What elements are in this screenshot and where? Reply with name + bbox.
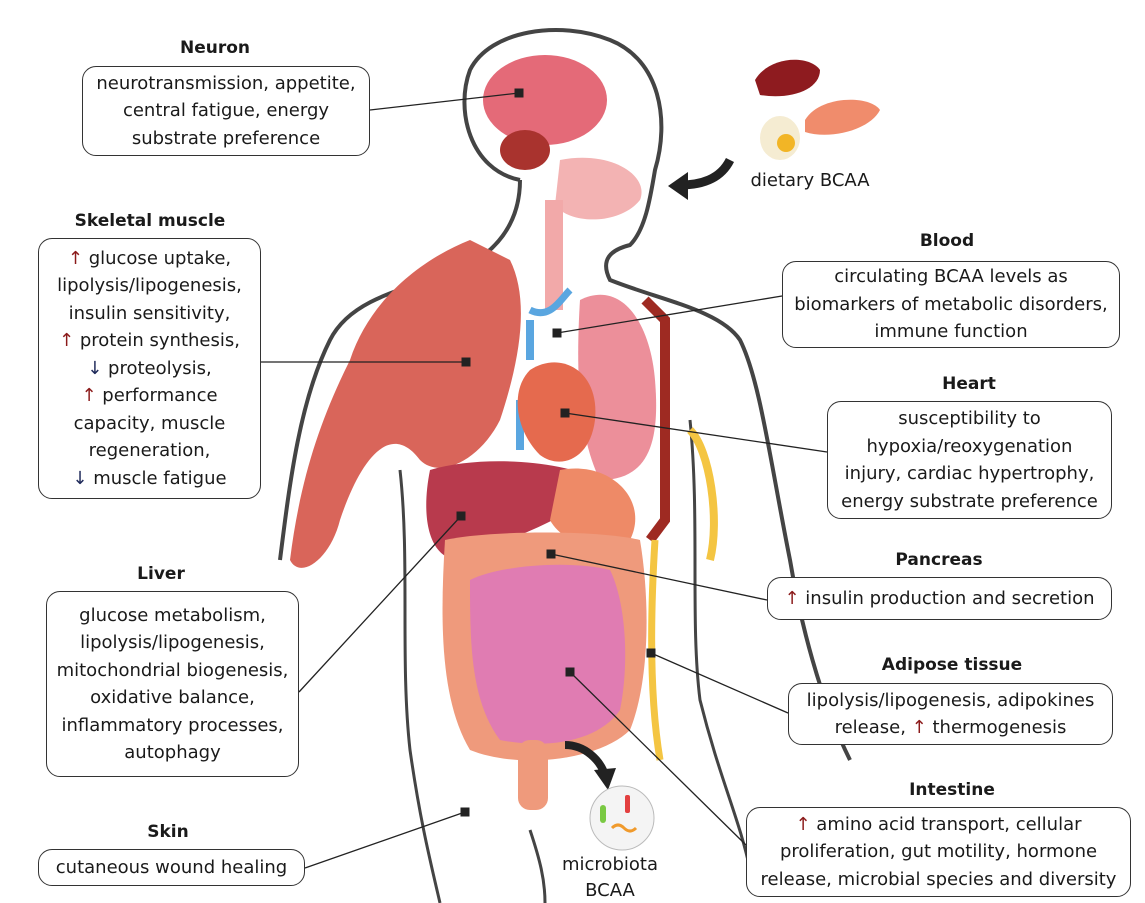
salmon-icon <box>805 99 880 135</box>
down-arrow-icon: ↓ <box>87 357 103 379</box>
down-arrow-icon: ↓ <box>72 467 88 489</box>
skeletal-muscle-text: performance <box>96 385 218 407</box>
heart-line: injury, cardiac hypertrophy, <box>844 463 1095 484</box>
skin-box: cutaneous wound healing <box>38 849 305 886</box>
steak-icon <box>755 59 820 97</box>
brain <box>483 55 607 145</box>
connector-lines <box>261 92 828 869</box>
adipose-line: release, ↑ thermogenesis <box>789 714 1112 742</box>
body-outline <box>462 28 852 761</box>
skeletal-muscle-text: protein synthesis, <box>74 330 240 352</box>
microbiota-line: microbiota <box>562 854 658 875</box>
microbiota-icon <box>589 785 655 851</box>
neuron-box: neurotransmission, appetite, central fat… <box>82 66 370 156</box>
skeletal-muscle-text: muscle fatigue <box>87 467 227 489</box>
microbiota-bcaa-label: microbiota BCAA <box>560 852 660 903</box>
up-arrow-icon: ↑ <box>795 813 811 835</box>
skeletal-muscle-line: ↑ performance <box>39 382 260 410</box>
heart-line: energy substrate preference <box>841 490 1098 512</box>
pancreas-title: Pancreas <box>895 550 983 570</box>
skeletal-muscle-text: insulin sensitivity, <box>68 302 231 324</box>
liver-line: lipolysis/lipogenesis, <box>80 632 265 653</box>
adipose-box: lipolysis/lipogenesis, adipokines releas… <box>788 683 1113 745</box>
blood-box: circulating BCAA levels as biomarkers of… <box>782 261 1120 348</box>
liver-box: glucose metabolism, lipolysis/lipogenesi… <box>46 591 299 777</box>
intestine-marker <box>565 667 575 677</box>
heart-marker <box>560 408 570 418</box>
skeletal-muscle-line: regeneration, <box>39 437 260 465</box>
pancreas-text: insulin production and secretion <box>799 587 1095 609</box>
skeletal-muscle-line: insulin sensitivity, <box>39 300 260 328</box>
neuron-line: substrate preference <box>131 127 321 149</box>
skeletal-muscle-box: ↑ glucose uptake,lipolysis/lipogenesis,i… <box>38 238 261 499</box>
liver-title: Liver <box>137 564 185 584</box>
pancreas-line: ↑ insulin production and secretion <box>768 585 1111 613</box>
skeletal-muscle-text: capacity, muscle <box>73 412 226 434</box>
adipose-text: release, <box>834 717 912 738</box>
microbiota-line: BCAA <box>585 880 635 901</box>
up-arrow-icon: ↑ <box>67 247 83 269</box>
neuron-line: neurotransmission, appetite, <box>96 72 356 94</box>
intestine-line: proliferation, gut motility, hormone <box>779 841 1098 863</box>
intestine <box>470 564 626 744</box>
skin-line: cutaneous wound healing <box>55 856 288 878</box>
pancreas-marker <box>546 549 556 559</box>
liver-line: oxidative balance, <box>90 687 255 708</box>
intestine-line: ↑ amino acid transport, cellular <box>747 811 1130 839</box>
skeletal-muscle <box>290 240 521 568</box>
liver-marker <box>456 511 466 521</box>
muscle-marker <box>461 357 471 367</box>
intestine-text: amino acid transport, cellular <box>810 813 1082 835</box>
neuron-line: central fatigue, energy <box>122 100 330 122</box>
skin-title: Skin <box>147 822 189 842</box>
skeletal-muscle-text: proteolysis, <box>102 357 212 379</box>
heart-line: hypoxia/reoxygenation <box>866 435 1073 457</box>
skeletal-muscle-line: ↑ glucose uptake, <box>39 245 260 273</box>
skeletal-muscle-line: capacity, muscle <box>39 410 260 438</box>
liver <box>426 461 600 560</box>
heart-title: Heart <box>942 374 996 394</box>
skeletal-muscle-text: regeneration, <box>88 440 211 462</box>
intestine-title: Intestine <box>909 780 995 800</box>
liver-line: glucose metabolism, <box>79 604 266 626</box>
skeletal-muscle-text: glucose uptake, <box>82 247 232 269</box>
skeletal-muscle-text: lipolysis/lipogenesis, <box>57 275 242 297</box>
neuron-marker <box>514 88 524 98</box>
skin-marker <box>460 807 470 817</box>
adipose-marker <box>646 648 656 658</box>
intestine-box: ↑ amino acid transport, cellular prolife… <box>746 807 1131 897</box>
skeletal-muscle-line: ↓ muscle fatigue <box>39 465 260 493</box>
heart-box: susceptibility to hypoxia/reoxygenation … <box>827 401 1112 519</box>
skeletal-muscle-line: lipolysis/lipogenesis, <box>39 272 260 300</box>
liver-line: autophagy <box>124 742 221 763</box>
pancreas-box: ↑ insulin production and secretion <box>767 577 1112 620</box>
up-arrow-icon: ↑ <box>59 330 75 352</box>
neuron-title: Neuron <box>179 38 251 58</box>
up-arrow-icon: ↑ <box>81 385 97 407</box>
up-arrow-icon: ↑ <box>784 587 800 609</box>
blood-line: immune function <box>874 321 1028 343</box>
adipose-text: thermogenesis <box>926 717 1067 738</box>
blood-marker <box>552 328 562 338</box>
liver-line: inflammatory processes, <box>61 714 284 736</box>
dietary-bcaa-label: dietary BCAA <box>750 170 870 191</box>
skeletal-muscle-line: ↑ protein synthesis, <box>39 327 260 355</box>
heart-line: susceptibility to <box>898 408 1041 429</box>
adipose-title: Adipose tissue <box>881 655 1023 675</box>
skeletal-muscle-line: ↓ proteolysis, <box>39 355 260 383</box>
skeletal-muscle-title: Skeletal muscle <box>74 211 226 231</box>
blood-title: Blood <box>919 231 975 251</box>
adipose-line: lipolysis/lipogenesis, adipokines <box>806 689 1095 711</box>
intestine-line: release, microbial species and diversity <box>760 868 1117 890</box>
blood-line: circulating BCAA levels as <box>834 266 1068 288</box>
heart <box>517 362 596 462</box>
liver-line: mitochondrial biogenesis, <box>56 659 289 681</box>
up-arrow-icon: ↑ <box>911 717 927 738</box>
blood-line: biomarkers of metabolic disorders, <box>794 293 1108 315</box>
